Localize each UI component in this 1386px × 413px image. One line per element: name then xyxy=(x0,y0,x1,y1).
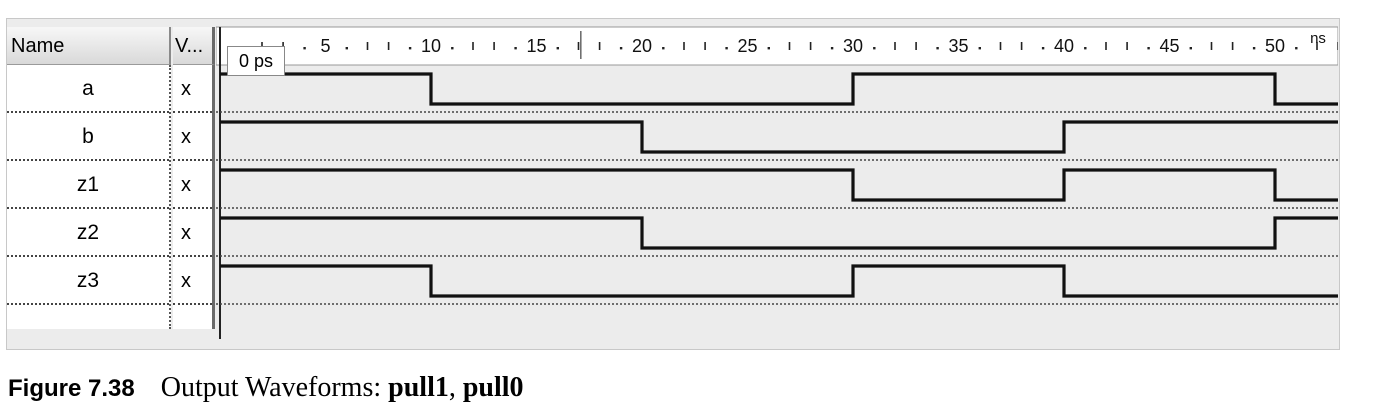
time-unit-label: ns xyxy=(1310,30,1326,47)
ruler-minor-tick xyxy=(1105,42,1107,50)
ruler-minor-tick xyxy=(577,42,580,50)
caption-pull1: pull1 xyxy=(388,372,449,403)
ruler-minor-tick xyxy=(999,42,1002,50)
ruler-minor-tick xyxy=(1147,47,1150,50)
time-cursor-label[interactable]: 0 ps xyxy=(227,46,285,76)
ruler-tick-label: 10 xyxy=(421,36,441,56)
ruler-minor-tick xyxy=(345,47,348,50)
ruler-minor-tick xyxy=(1231,42,1234,50)
signal-value-a: x xyxy=(173,65,212,113)
caption-separator: , xyxy=(448,372,463,403)
ruler-tick-label: 45 xyxy=(1159,36,1179,56)
name-column-header[interactable]: Name xyxy=(7,27,171,65)
ruler-minor-tick xyxy=(1084,47,1087,50)
caption-pull0: pull0 xyxy=(462,372,524,403)
ruler-minor-tick xyxy=(1295,47,1298,50)
signal-value-z2: x xyxy=(173,209,212,257)
ruler-tick-label: 25 xyxy=(737,36,757,56)
signal-name-b[interactable]: b xyxy=(7,113,169,161)
ruler-minor-tick xyxy=(472,42,474,50)
value-column-header[interactable]: V... xyxy=(173,27,215,65)
ruler-minor-tick xyxy=(978,47,981,50)
ruler-tick-label: 15 xyxy=(526,36,546,56)
ruler-minor-tick xyxy=(619,47,623,50)
ruler-minor-tick xyxy=(873,47,876,50)
ruler-tick-label: 35 xyxy=(948,36,968,56)
ruler-minor-tick xyxy=(366,42,369,50)
figure-caption: Figure 7.38 Output Waveforms: pull1, pull… xyxy=(8,372,524,404)
ruler-minor-tick xyxy=(303,47,306,50)
time-ruler xyxy=(216,26,1338,66)
waveform-z1 xyxy=(220,168,1338,202)
waveform-z2 xyxy=(220,216,1338,250)
ruler-minor-tick xyxy=(1041,47,1045,50)
ruler-tick-label: 40 xyxy=(1054,36,1074,56)
ruler-minor-tick xyxy=(809,42,812,50)
ruler-minor-tick xyxy=(683,42,685,50)
signal-value-b: x xyxy=(173,113,212,161)
ruler-minor-tick xyxy=(830,47,834,50)
ruler-minor-tick xyxy=(514,47,517,50)
ruler-minor-tick xyxy=(936,47,939,50)
ruler-minor-tick xyxy=(1126,42,1128,50)
ruler-minor-tick xyxy=(1210,42,1213,50)
ruler-minor-tick xyxy=(662,47,665,50)
ruler-minor-tick xyxy=(788,42,791,50)
signal-name-z3[interactable]: z3 xyxy=(7,257,169,305)
ruler-tick-label: 50 xyxy=(1265,36,1285,56)
waveform-plot[interactable]: 5 10 15 20 25 30 35 40 45 50 ns xyxy=(216,19,1338,349)
waveform-b xyxy=(220,120,1338,154)
ruler-minor-tick xyxy=(725,47,728,50)
ruler-minor-tick xyxy=(451,47,454,50)
ruler-minor-tick xyxy=(894,42,896,50)
ruler-minor-tick xyxy=(767,47,770,50)
caption-text-main: Output Waveforms: xyxy=(160,372,389,403)
waveform-z3 xyxy=(220,264,1338,298)
ruler-minor-tick xyxy=(1252,47,1256,50)
ruler-minor-tick xyxy=(408,47,412,50)
signal-name-a[interactable]: a xyxy=(7,65,169,113)
figure-label: Figure 7.38 xyxy=(8,375,135,402)
ruler-minor-tick xyxy=(1337,42,1338,50)
waveform-a xyxy=(220,72,1338,106)
ruler-minor-tick xyxy=(493,42,495,50)
signal-value-z1: x xyxy=(173,161,212,209)
ruler-minor-tick xyxy=(598,42,601,50)
ruler-minor-tick xyxy=(704,42,706,50)
signal-name-z2[interactable]: z2 xyxy=(7,209,169,257)
ruler-tick-label: 20 xyxy=(632,36,652,56)
signal-name-z1[interactable]: z1 xyxy=(7,161,169,209)
ruler-minor-tick xyxy=(387,42,390,50)
ruler-minor-tick xyxy=(915,42,917,50)
ruler-minor-tick xyxy=(1316,42,1318,50)
ruler-minor-tick xyxy=(1189,47,1192,50)
ruler-minor-tick xyxy=(1020,42,1023,50)
caption-text: Output Waveforms: pull1, pull0 xyxy=(161,372,524,403)
ruler-tick-label: 30 xyxy=(843,36,863,56)
ruler-minor-tick xyxy=(556,47,559,50)
signal-value-z3: x xyxy=(173,257,212,305)
ruler-tick-label: 5 xyxy=(320,36,330,56)
